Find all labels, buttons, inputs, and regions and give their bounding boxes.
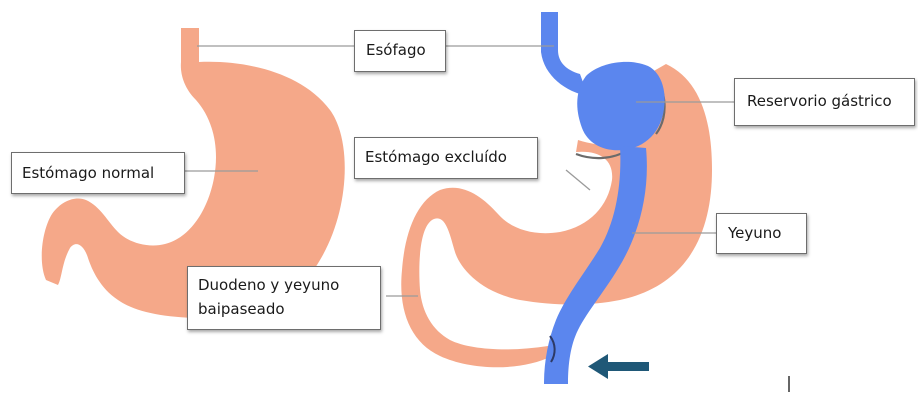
label-duodeno-line1: Duodeno y yeyuno [198, 275, 380, 295]
label-yeyuno: Yeyuno [716, 213, 807, 254]
anastomosis-arrow [588, 354, 649, 379]
arrow-shaft [603, 362, 649, 371]
label-estomago-excluido: Estómago excluído [354, 137, 538, 179]
label-estomago-excluido-text: Estómago excluído [365, 147, 537, 167]
label-reservorio-gastrico: Reservorio gástrico [734, 78, 915, 126]
label-reservorio-text: Reservorio gástrico [747, 91, 914, 111]
label-estomago-normal-text: Estómago normal [22, 163, 184, 183]
arrow-head [588, 354, 608, 379]
leader-estomago-excluido [566, 170, 590, 190]
label-esofago-text: Esófago [366, 40, 445, 60]
label-estomago-normal: Estómago normal [11, 152, 185, 194]
label-duodeno-yeyuno: Duodeno y yeyuno baipaseado [187, 266, 381, 330]
label-yeyuno-text: Yeyuno [728, 223, 806, 243]
label-esofago: Esófago [354, 30, 446, 72]
bypass-esophagus [541, 12, 588, 96]
label-duodeno-line2: baipaseado [198, 299, 380, 319]
